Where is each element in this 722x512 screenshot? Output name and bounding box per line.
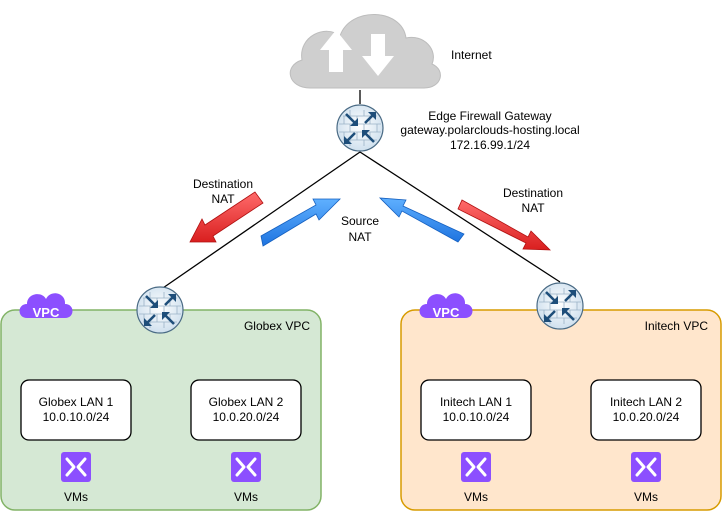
left-destination-nat-line2: NAT (211, 192, 235, 206)
gateway-ip: 172.16.99.1/24 (450, 138, 530, 152)
initech-lan-2-name: Initech LAN 2 (610, 395, 682, 409)
right-source-nat-arrow (378, 197, 465, 243)
globex-lan-1[interactable]: Globex LAN 1 10.0.10.0/24 (20, 379, 132, 441)
initech-lan-2-subnet: 10.0.20.0/24 (613, 410, 680, 424)
globex-vpc-badge-icon: VPC (19, 293, 73, 320)
globex-vpc-label: Globex VPC (244, 319, 310, 333)
internet-label: Internet (451, 48, 492, 62)
globex-lan-1-vm-label: VMs (64, 490, 88, 504)
globex-lan-1-name: Globex LAN 1 (39, 395, 114, 409)
left-destination-nat-line1: Destination (193, 177, 253, 191)
initech-lan-1-vm-icon[interactable] (459, 450, 493, 484)
source-nat-line1: Source (341, 214, 379, 228)
globex-lan-1-vm-icon[interactable] (59, 450, 93, 484)
gateway-title: Edge Firewall Gateway (428, 109, 551, 123)
initech-lan-1-subnet: 10.0.10.0/24 (443, 410, 510, 424)
initech-router-icon[interactable] (535, 281, 585, 331)
initech-lan-1-vm-label: VMs (464, 490, 488, 504)
initech-vpc-badge-text: VPC (433, 305, 460, 320)
initech-lan-1[interactable]: Initech LAN 1 10.0.10.0/24 (420, 379, 532, 441)
globex-lan-2-name: Globex LAN 2 (209, 395, 284, 409)
globex-lan-2-vm-label: VMs (234, 490, 258, 504)
cloud-upload-download-icon (289, 14, 441, 89)
gateway-to-globex-link (159, 151, 361, 291)
right-destination-nat-arrow (457, 199, 552, 251)
initech-lan-2-vm-label: VMs (634, 490, 658, 504)
globex-lan-2[interactable]: Globex LAN 2 10.0.20.0/24 (190, 379, 302, 441)
globex-router-icon[interactable] (135, 285, 185, 335)
globex-lan-2-vm-icon[interactable] (229, 450, 263, 484)
initech-lan-2-vm-icon[interactable] (629, 450, 663, 484)
left-source-nat-arrow (260, 198, 341, 247)
source-nat-line2: NAT (348, 230, 372, 244)
globex-lan-1-subnet: 10.0.10.0/24 (43, 410, 110, 424)
left-destination-nat-arrow (189, 191, 264, 243)
globex-vpc-badge-text: VPC (33, 305, 60, 320)
initech-lan-1-name: Initech LAN 1 (440, 395, 512, 409)
right-destination-nat-line2: NAT (521, 201, 545, 215)
gateway-host: gateway.polarclouds-hosting.local (400, 123, 579, 137)
initech-vpc-badge-icon: VPC (419, 293, 473, 320)
initech-vpc-label: Initech VPC (645, 319, 709, 333)
gateway-firewall-icon[interactable] (335, 103, 385, 153)
gateway-to-initech-link (359, 151, 561, 283)
initech-lan-2[interactable]: Initech LAN 2 10.0.20.0/24 (590, 379, 702, 441)
globex-lan-2-subnet: 10.0.20.0/24 (213, 410, 280, 424)
right-destination-nat-line1: Destination (503, 186, 563, 200)
